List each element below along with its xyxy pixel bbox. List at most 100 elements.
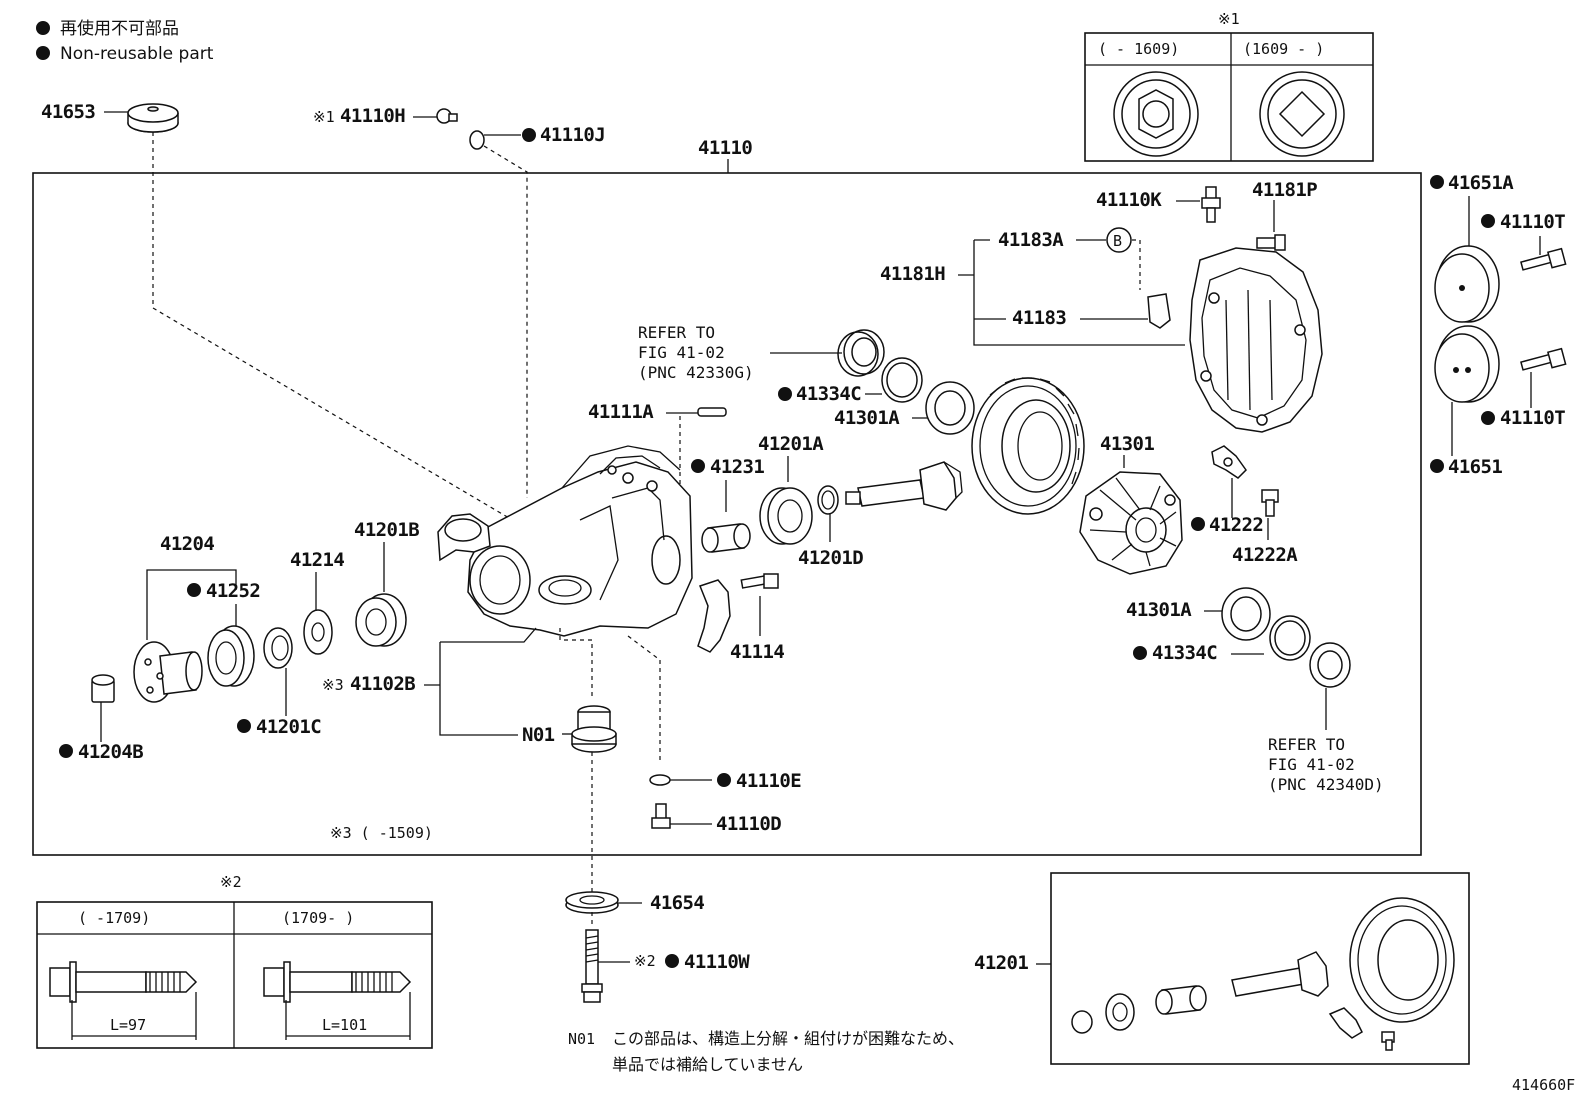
- washer-41201D: [817, 485, 839, 515]
- n01-note-line1: この部品は、構造上分解・組付けが困難なため、: [612, 1029, 964, 1048]
- part-41102B[interactable]: 41102B: [350, 673, 416, 695]
- part-N01[interactable]: N01: [522, 724, 555, 746]
- refer-top-line1: REFER TO: [638, 323, 715, 342]
- inset2-col1: ( -1709): [78, 909, 150, 927]
- bearing-cap-41114: [697, 579, 731, 653]
- refer-top-line2: FIG 41-02: [638, 343, 725, 362]
- part-41201C[interactable]: 41201C: [256, 716, 322, 738]
- bearing-41201A: [759, 487, 813, 545]
- part-41222A[interactable]: 41222A: [1232, 544, 1299, 566]
- bolt-long-icon: [263, 961, 412, 1003]
- inset2-length1: L=97: [110, 1016, 146, 1034]
- part-41301[interactable]: 41301: [1100, 433, 1155, 455]
- part-41181P[interactable]: 41181P: [1252, 179, 1318, 201]
- washer-41654: [565, 891, 619, 914]
- bolt-short-icon: [49, 961, 198, 1003]
- shim-41334C-2: [1269, 615, 1311, 661]
- inset-variant-1: ※1 ( - 1609) (1609 - ): [1084, 10, 1374, 162]
- part-41301A-2[interactable]: 41301A: [1126, 599, 1193, 621]
- ring-gear-41301: [971, 377, 1085, 515]
- cap-41653: [127, 103, 179, 133]
- bracket-41222: [1211, 445, 1247, 479]
- part-41201D[interactable]: 41201D: [798, 547, 864, 569]
- part-41110K[interactable]: 41110K: [1096, 189, 1163, 211]
- marker-b: B: [1113, 232, 1122, 250]
- gasket-41183: [1147, 293, 1171, 329]
- part-41114[interactable]: 41114: [730, 641, 785, 663]
- diff-cover-41181H: [1189, 247, 1323, 433]
- bearing-41301A-2: [1221, 587, 1271, 641]
- part-41654[interactable]: 41654: [650, 892, 705, 914]
- pin-41111A: [697, 407, 727, 417]
- legend-japanese: 再使用不可部品: [60, 18, 179, 39]
- part-41181H[interactable]: 41181H: [880, 263, 946, 285]
- refer-bottom-line1: REFER TO: [1268, 735, 1345, 754]
- part-41183A[interactable]: 41183A: [998, 229, 1065, 251]
- ring-41201C: [263, 627, 293, 669]
- part-41204[interactable]: 41204: [160, 533, 215, 555]
- part-41111A[interactable]: 41111A: [588, 401, 655, 423]
- inset1-col1: ( - 1609): [1098, 40, 1179, 58]
- part-41110D[interactable]: 41110D: [716, 813, 782, 835]
- part-41110T-1[interactable]: 41110T: [1500, 211, 1566, 233]
- bolt-41222A: [1261, 489, 1279, 517]
- part-41110[interactable]: 41110: [698, 137, 753, 159]
- part-41214[interactable]: 41214: [290, 549, 345, 571]
- part-41201B[interactable]: 41201B: [354, 519, 420, 541]
- part-41651A[interactable]: 41651A: [1448, 172, 1515, 194]
- side-flange-41651: [1434, 325, 1500, 403]
- diff-case: [1079, 471, 1183, 575]
- figure-id: 414660F: [1512, 1076, 1575, 1094]
- shim-41334C-1: [881, 357, 923, 403]
- part-41201A[interactable]: 41201A: [758, 433, 825, 455]
- hex-plug-icon: [1113, 71, 1199, 157]
- breather-41110H: [436, 108, 458, 124]
- drive-pinion: [845, 461, 963, 511]
- legend-english: Non-reusable part: [60, 44, 214, 64]
- part-41201[interactable]: 41201: [974, 952, 1029, 974]
- prefix-41102B: ※3: [322, 676, 344, 694]
- washer-41214: [303, 609, 333, 655]
- part-41183[interactable]: 41183: [1012, 307, 1067, 329]
- plug-41110D: [651, 803, 671, 829]
- prefix-41110W: ※2: [634, 952, 656, 970]
- bearing-41301A-1: [925, 381, 975, 435]
- inset2-length2: L=101: [322, 1016, 367, 1034]
- square-plug-icon: [1259, 71, 1345, 157]
- part-41231[interactable]: 41231: [710, 456, 765, 478]
- non-reusable-dot-icon: [36, 46, 50, 60]
- bolt-41181P: [1256, 234, 1286, 251]
- bolt-41110T-2: [1520, 347, 1567, 371]
- part-41110E[interactable]: 41110E: [736, 770, 802, 792]
- gasket-41110E: [649, 774, 671, 786]
- prefix-41110H: ※1: [313, 108, 335, 126]
- gasket-41110J: [469, 130, 485, 150]
- spacer-41231: [701, 523, 751, 553]
- part-41204B[interactable]: 41204B: [78, 741, 144, 763]
- part-41301A-1[interactable]: 41301A: [834, 407, 901, 429]
- part-41334C-2[interactable]: 41334C: [1152, 642, 1218, 664]
- refer-bottom-line3: (PNC 42340D): [1268, 775, 1384, 794]
- marker-b-icon: [1106, 227, 1132, 253]
- bushing-N01: [571, 705, 617, 753]
- part-41252[interactable]: 41252: [206, 580, 261, 602]
- part-41110W[interactable]: 41110W: [684, 951, 751, 973]
- deflector-41252: [207, 625, 255, 687]
- part-41334C-1[interactable]: 41334C: [796, 383, 862, 405]
- inset2-mark: ※2: [220, 873, 242, 891]
- side-flange-41651A: [1434, 245, 1500, 323]
- vent-41110K: [1201, 186, 1221, 223]
- part-41653[interactable]: 41653: [41, 101, 96, 123]
- inset1-col2: (1609 - ): [1243, 40, 1324, 58]
- part-41651[interactable]: 41651: [1448, 456, 1503, 478]
- legend: 再使用不可部品 Non-reusable part: [36, 18, 214, 64]
- part-41222[interactable]: 41222: [1209, 514, 1264, 536]
- main-assembly-frame: [32, 172, 1422, 856]
- bolt-41110W: [581, 929, 603, 1003]
- gear-kit-41201: 41201: [974, 872, 1470, 1065]
- bearing-cone-top: [837, 329, 885, 377]
- part-41110J[interactable]: 41110J: [540, 124, 606, 146]
- part-41110H[interactable]: 41110H: [340, 105, 406, 127]
- n01-note-tag: N01: [568, 1030, 595, 1048]
- part-41110T-2[interactable]: 41110T: [1500, 407, 1566, 429]
